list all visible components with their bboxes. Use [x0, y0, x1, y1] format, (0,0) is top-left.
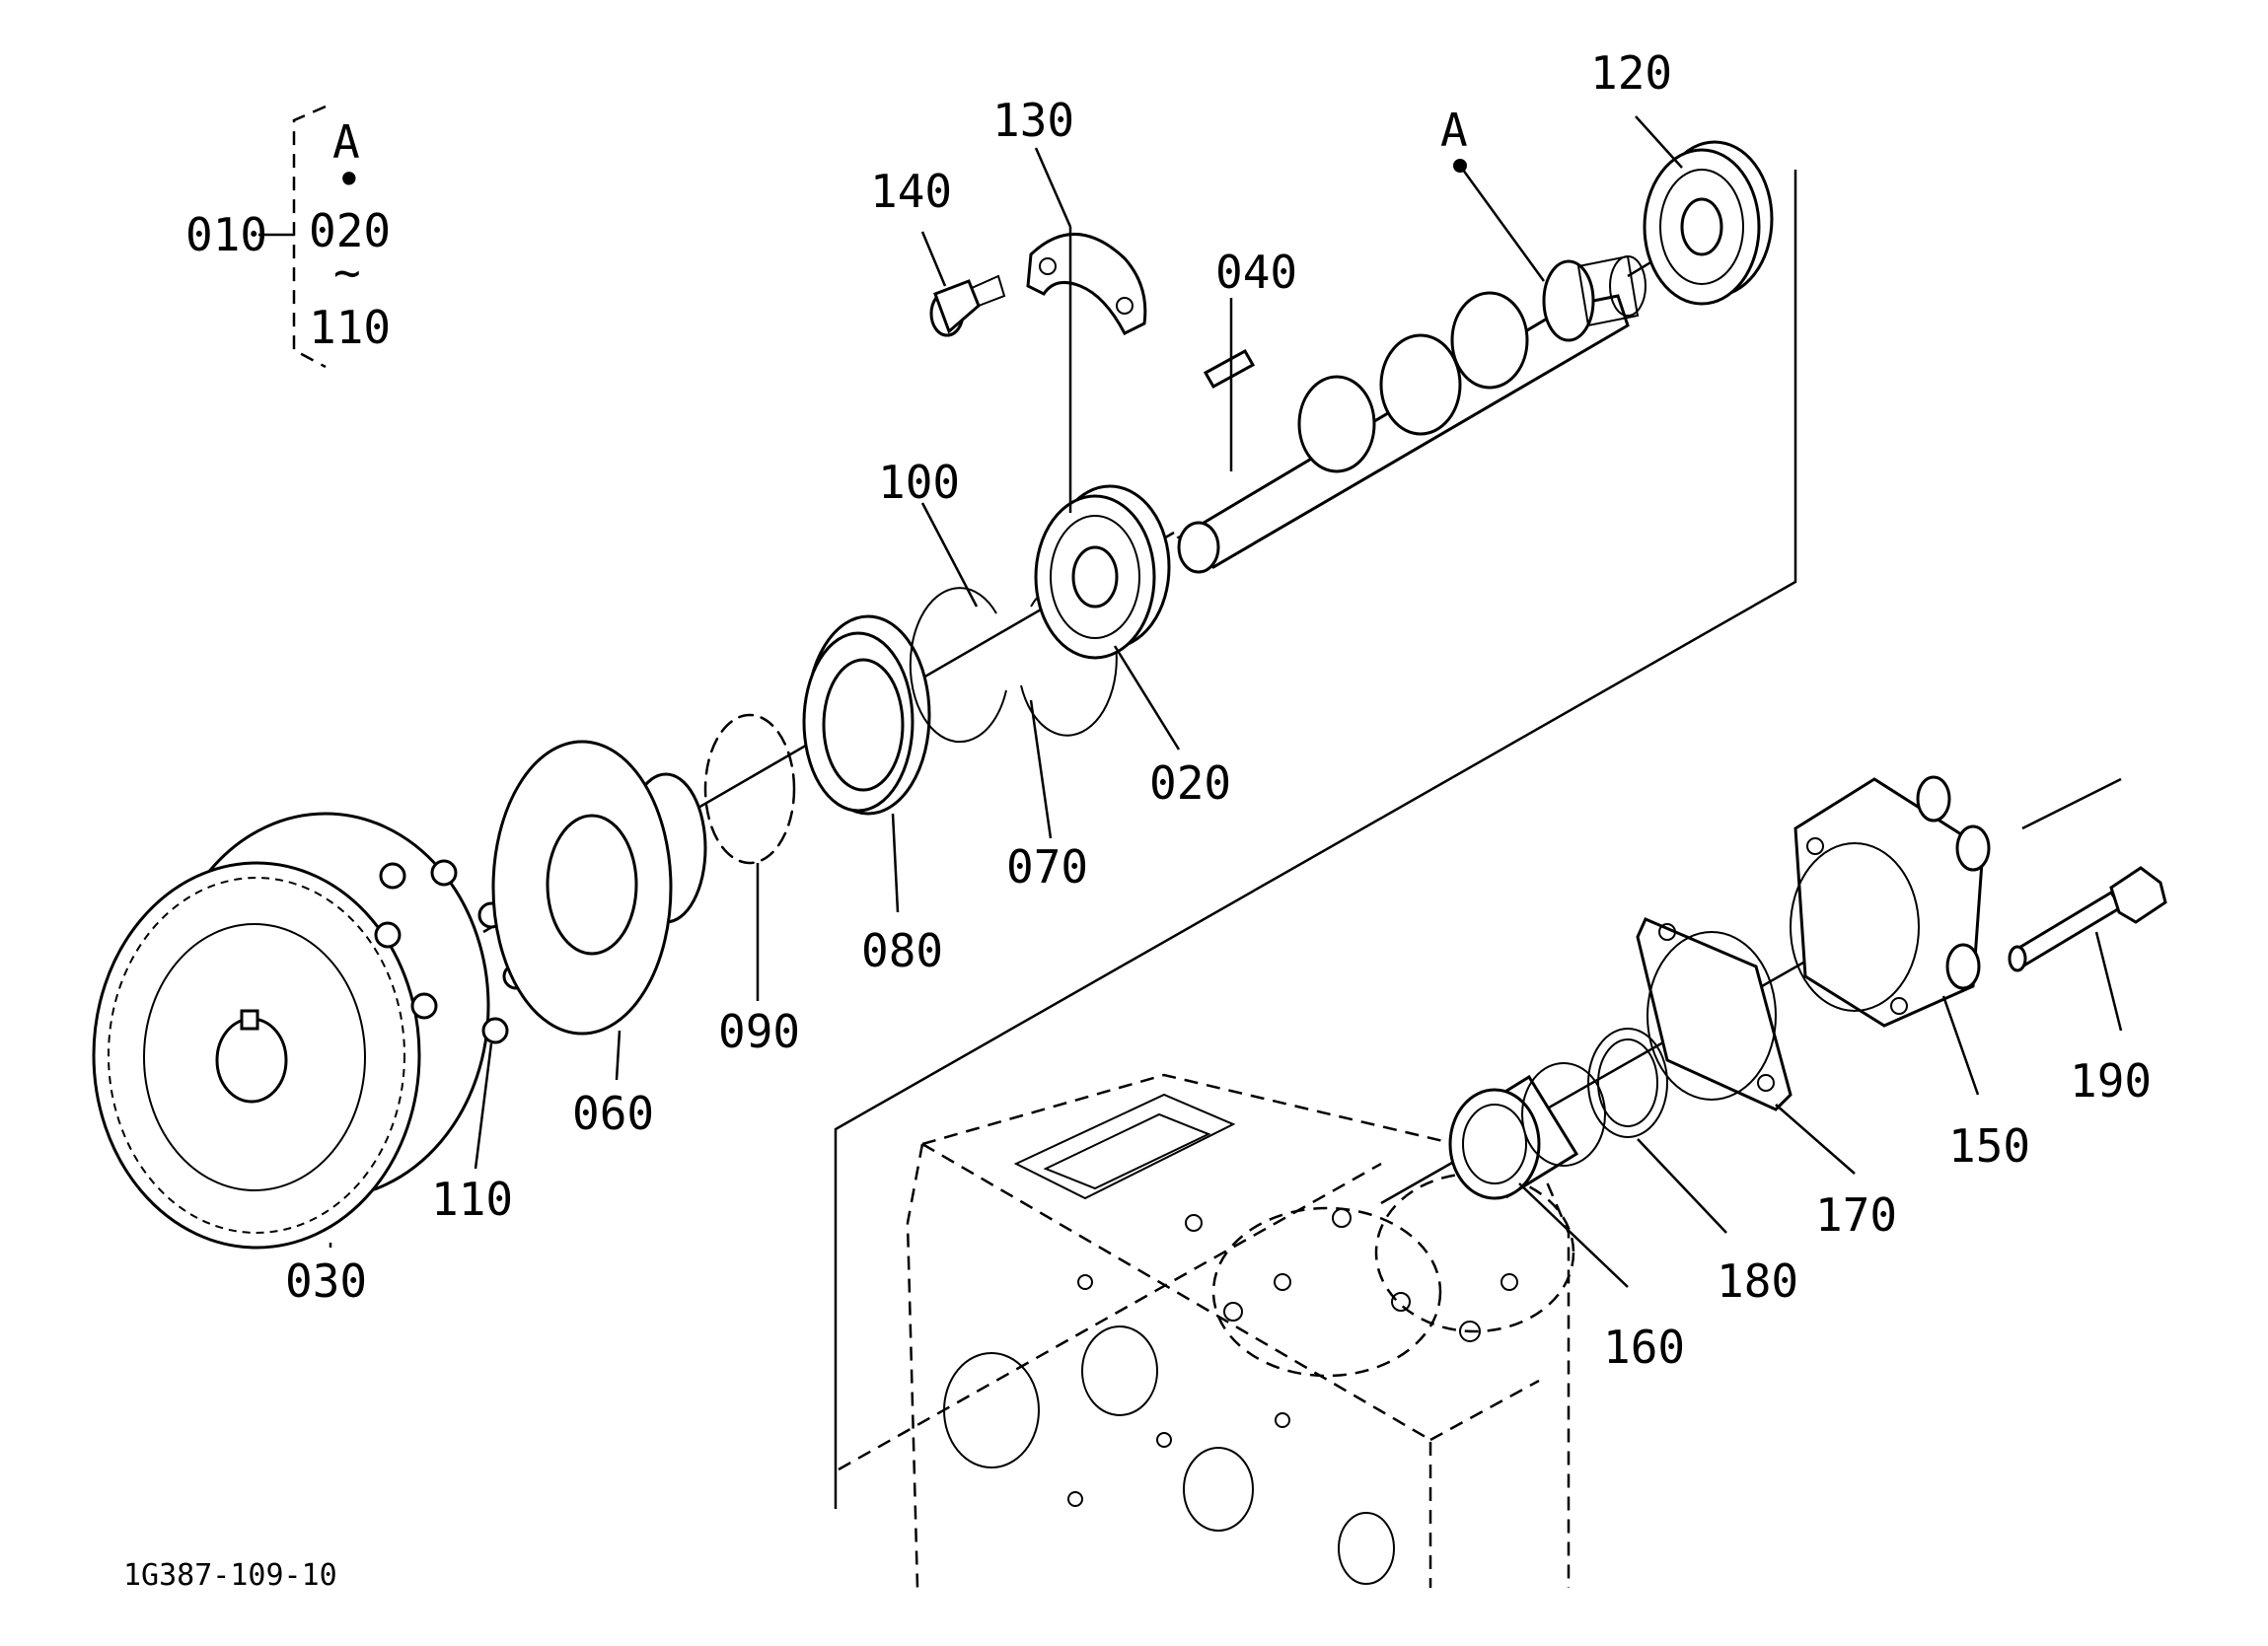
label-160[interactable]: 160: [1603, 1321, 1685, 1374]
label-010[interactable]: 010: [185, 208, 267, 261]
part-150-housing: [1790, 775, 1991, 1028]
part-100-circlip: [909, 587, 1007, 744]
label-a[interactable]: A: [1440, 104, 1468, 157]
label-020[interactable]: 020: [1149, 756, 1231, 810]
label-170[interactable]: 170: [1815, 1188, 1897, 1242]
label-190[interactable]: 190: [2070, 1054, 2152, 1108]
part-060-flange: [491, 740, 707, 1036]
label-assembly-a: A: [332, 115, 360, 169]
diagram-id: 1G387-109-10: [123, 1558, 337, 1593]
label-120[interactable]: 120: [1590, 46, 1672, 100]
label-090[interactable]: 090: [718, 1005, 800, 1058]
part-130-plate: [1026, 233, 1147, 335]
label-assembly-110: 110: [309, 301, 391, 354]
label-100[interactable]: 100: [878, 456, 960, 509]
label-assembly-dot: •: [335, 153, 363, 206]
label-080[interactable]: 080: [861, 924, 943, 977]
leader-lines: [329, 115, 2123, 1288]
assembly-frame: [834, 170, 1797, 1509]
label-150[interactable]: 150: [1948, 1119, 2030, 1173]
label-180[interactable]: 180: [1717, 1254, 1798, 1308]
assembly-group-bracket: 010 A • 020 ~ 110: [185, 105, 391, 369]
label-130[interactable]: 130: [992, 94, 1074, 147]
part-a-camshaft: [1176, 254, 1646, 574]
part-080-race: [802, 614, 931, 816]
label-110[interactable]: 110: [431, 1173, 513, 1226]
part-180-circlip: [1587, 1028, 1668, 1138]
part-140-bolt: [929, 274, 1006, 337]
label-070[interactable]: 070: [1006, 840, 1088, 894]
label-assembly-tilde: ~: [333, 246, 361, 299]
label-assembly-020: 020: [309, 204, 391, 257]
label-140[interactable]: 140: [870, 165, 952, 218]
callout-labels: A 120 130 140 040 100 020 070 080 090 06…: [285, 46, 2152, 1374]
part-170-gasket: [1636, 917, 1792, 1111]
label-040[interactable]: 040: [1215, 246, 1297, 299]
label-060[interactable]: 060: [572, 1087, 654, 1140]
part-120-bearing: [1643, 140, 1774, 306]
part-020-bearing: [1034, 484, 1171, 660]
label-030[interactable]: 030: [285, 1254, 367, 1308]
part-040-key: [1203, 348, 1256, 390]
part-190-bolt: [2008, 866, 2167, 972]
part-030-gear: [92, 812, 490, 1250]
part-160-sleeve: [1448, 1062, 1606, 1200]
part-090-ball-ring: [703, 713, 796, 865]
